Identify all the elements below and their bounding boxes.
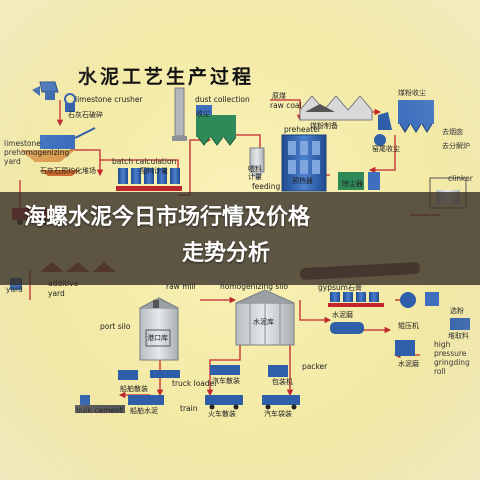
label-additive-2: yard <box>48 289 65 298</box>
label-car-bag-cn: 汽车袋装 <box>264 410 292 418</box>
headline-banner: 海螺水泥今日市场行情及价格 走势分析 <box>0 192 480 285</box>
label-limestone-crusher: limestone crusher <box>75 95 143 104</box>
label-hpgr-1: high <box>434 340 451 349</box>
label-packer-cn: 包装机 <box>272 378 293 386</box>
label-raw-coal-cn: 原煤 <box>272 92 286 100</box>
label-roll-press-cn: 辊压机 <box>398 322 419 330</box>
label-cement-silo-cn: 水泥库 <box>253 318 274 326</box>
label-homogenizing-silo: homogenizing silo <box>220 282 289 291</box>
label-dust-collection: dust collection <box>195 95 250 104</box>
label-to-chimney: 去烟囱 <box>442 128 463 136</box>
cement-silo <box>235 289 295 346</box>
label-preheater-cn: 预热器 <box>292 177 313 185</box>
label-preheater: preheater <box>284 125 321 134</box>
label-prehomo-1: limestone <box>4 139 41 148</box>
label-truck-loader: truck loader <box>172 379 218 388</box>
label-prehomo-2: prehomogenizing <box>4 148 70 157</box>
label-feeding: feeding <box>252 182 281 191</box>
prehomo-yard-machine <box>20 127 96 176</box>
diagram-title: 水泥工艺生产过程 <box>78 66 255 88</box>
port-silo <box>139 297 179 361</box>
label-yard-left: yard <box>6 285 23 294</box>
label-hpgr-2: pressure <box>434 349 467 358</box>
label-kiln-exit-dust: 窑尾收尘 <box>372 145 400 153</box>
label-gypsum: gypsum <box>318 283 348 292</box>
label-ship-cn: 船舶散装 <box>120 385 148 393</box>
preheater-tower <box>281 134 327 192</box>
raw-coal-shed <box>299 95 373 121</box>
chimney <box>172 87 187 141</box>
label-train: train <box>180 404 198 413</box>
headline-line-2: 走势分析 <box>182 241 271 266</box>
truck-loader-trucks <box>75 365 300 413</box>
gypsum-bins <box>328 292 384 307</box>
cement-mill-machine <box>330 292 470 356</box>
label-clinker: clinker <box>448 174 473 183</box>
batch-bins <box>116 168 182 191</box>
label-dust-collector-right: 除尘器 <box>342 180 363 188</box>
label-raw-mill: raw mill <box>166 282 196 291</box>
label-batch-calc: batch calculation <box>112 157 177 166</box>
label-metering-cn: 计量 <box>248 173 262 181</box>
dust-collector-top <box>196 105 237 146</box>
label-car-bulk-cn: 汽车散装 <box>212 377 240 385</box>
limestone-crusher-machine <box>32 81 76 112</box>
label-packer: packer <box>302 362 328 371</box>
label-batch-calc-cn: 配料计量 <box>140 167 168 175</box>
label-cement-mill2-cn: 水泥磨 <box>398 360 419 368</box>
headline-line-1: 海螺水泥今日市场行情及价格 <box>24 205 311 230</box>
feeding-silo <box>249 147 265 180</box>
label-dust-cn: 收尘 <box>196 110 210 118</box>
label-hpgr-4: roll <box>434 367 446 376</box>
coal-dust-collector <box>374 100 434 146</box>
label-hpgr-3: gringding <box>434 358 470 367</box>
label-gypsum-cn: 石膏 <box>348 284 362 292</box>
label-cement-mill-cn: 水泥磨 <box>332 311 353 319</box>
label-port-silo-cn: 港口库 <box>147 334 168 342</box>
label-coal-dust-cn: 煤粉收尘 <box>398 89 426 97</box>
label-raw-coal: raw coal <box>270 101 302 110</box>
label-bulk-cement: bulk cement <box>76 406 123 415</box>
label-prehomo-cn: 石灰石预均化堆场 <box>40 167 96 175</box>
kiln-dust-collector <box>338 172 380 190</box>
label-limestone-crusher-cn: 石灰石破碎 <box>68 111 103 119</box>
label-coal-mill-cn: 煤粉制备 <box>310 122 338 130</box>
label-sep-cn: 选粉 <box>450 307 464 315</box>
label-port-silo: port silo <box>100 322 131 331</box>
label-stacker-cn: 堆取料 <box>448 332 469 340</box>
label-train-cn: 火车散装 <box>208 410 236 418</box>
label-to-kiln: 去分解炉 <box>442 142 470 150</box>
label-feeding-cn: 喂料 <box>248 165 262 173</box>
label-ship-bulk-cn: 船舶水泥 <box>130 407 158 415</box>
label-prehomo-3: yard <box>4 157 21 166</box>
headline[interactable]: 海螺水泥今日市场行情及价格 走势分析 <box>24 200 464 272</box>
